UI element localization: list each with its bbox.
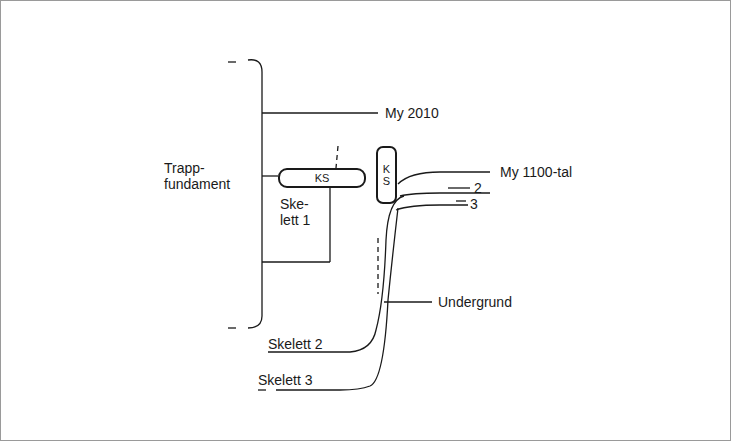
stone-box: KS (376, 146, 397, 204)
layer-label: Undergrund (438, 294, 512, 310)
skeleton-label: Skelett 2 (268, 336, 322, 352)
skeleton-label: Ske- lett 1 (280, 196, 324, 228)
stone-box: KS (278, 168, 366, 188)
skeleton-label: Skelett 3 (258, 372, 312, 388)
stone-label: KS (381, 163, 392, 187)
callout-number: 3 (470, 196, 478, 212)
layer-label: My 2010 (385, 105, 439, 121)
stone-label: KS (315, 172, 330, 184)
layer-label: My 1100-tal (500, 164, 572, 180)
foundation-label: Trapp- fundament (164, 160, 244, 192)
callout-number: 2 (474, 180, 482, 196)
